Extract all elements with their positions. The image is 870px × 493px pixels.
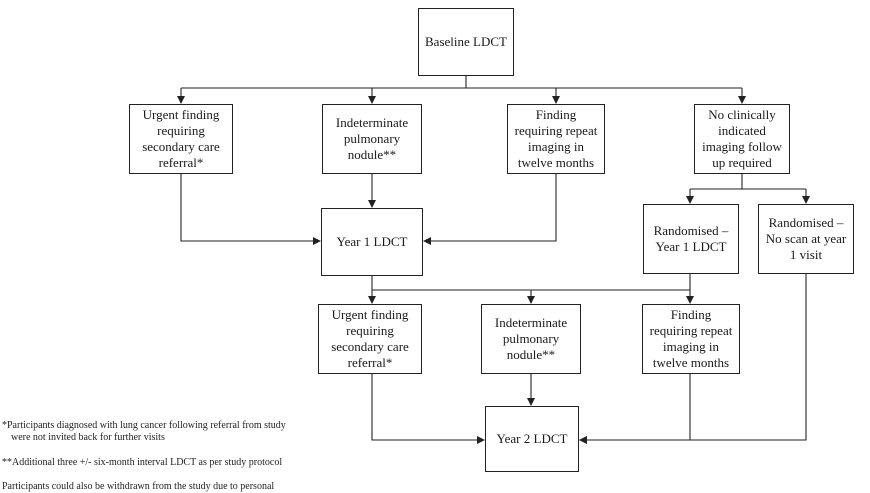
footnote-2: **Additional three +/- six-month interva… — [2, 457, 283, 468]
node-no-followup: No clinically indicated imaging follow u… — [694, 104, 790, 174]
arrow-rand-noscan-to-year2 — [579, 274, 807, 444]
arrow-urgent1-to-year1 — [180, 174, 321, 245]
footnote-1-line2: were not invited back for further visits — [11, 432, 165, 443]
node-year2-ldct: Year 2 LDCT — [485, 406, 579, 472]
node-baseline-ldct: Baseline LDCT — [418, 8, 514, 76]
node-urgent-finding-2: Urgent finding requiring secondary care … — [318, 304, 422, 374]
node-randomised-no-scan: Randomised – No scan at year 1 visit — [758, 204, 854, 274]
arrow-repeat2-to-year2 — [579, 374, 691, 444]
node-indeterminate-nodule-1: Indeterminate pulmonary nodule** — [322, 104, 422, 174]
node-randomised-year1: Randomised – Year 1 LDCT — [643, 204, 739, 274]
arrow-urgent2-to-year2 — [371, 374, 485, 444]
arrow-repeat1-to-year1 — [423, 174, 557, 245]
node-urgent-finding-1: Urgent finding requiring secondary care … — [129, 104, 233, 174]
node-year1-ldct: Year 1 LDCT — [321, 208, 423, 276]
footnote-3: Participants could also be withdrawn fro… — [2, 481, 275, 492]
node-repeat-imaging-1: Finding requiring repeat imaging in twel… — [507, 104, 605, 174]
footnote-1-line1: *Participants diagnosed with lung cancer… — [2, 420, 286, 431]
node-repeat-imaging-2: Finding requiring repeat imaging in twel… — [642, 304, 740, 374]
node-indeterminate-nodule-2: Indeterminate pulmonary nodule** — [481, 304, 581, 374]
